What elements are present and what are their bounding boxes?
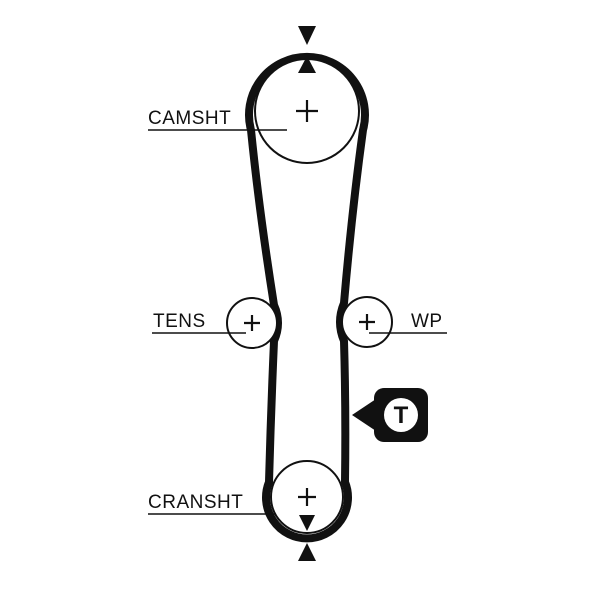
camshaft-label: CAMSHT: [148, 108, 231, 129]
tensioner-cross-mark-icon: [244, 315, 260, 331]
tensioner-badge-arrow-icon: [352, 399, 376, 431]
water-pump-label: WP: [411, 311, 443, 332]
top-outer-arrow-icon: [298, 26, 316, 45]
bottom-outer-arrow-icon: [298, 543, 316, 561]
tensioner-badge-label: T: [394, 402, 409, 429]
water-pump-cross-mark-icon: [359, 314, 375, 330]
camshaft-cross-mark-icon: [296, 100, 318, 122]
top-inner-arrow-icon: [298, 56, 316, 73]
crankshaft-label: CRANSHT: [148, 492, 243, 513]
tensioner-label: TENS: [153, 311, 206, 332]
crankshaft-cross-mark-icon: [298, 488, 316, 506]
timing-belt: [245, 52, 369, 543]
tensioner-badge-circle: [384, 398, 418, 432]
bottom-inner-arrow-icon: [299, 515, 315, 531]
